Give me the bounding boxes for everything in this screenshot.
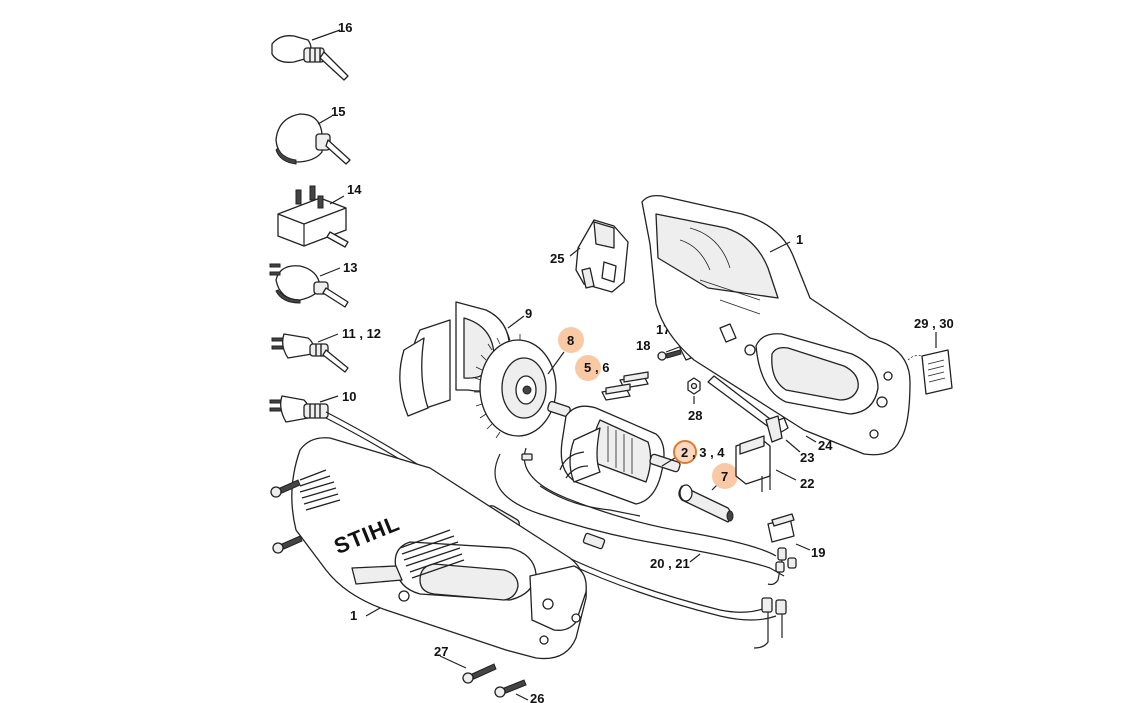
label-10[interactable]: 10	[342, 389, 356, 404]
plug-14[interactable]	[277, 185, 349, 248]
plug-16[interactable]	[271, 29, 349, 81]
highlight-7	[712, 463, 738, 489]
highlight-5	[575, 355, 601, 381]
plug-11-12[interactable]	[271, 333, 349, 373]
label-6[interactable]: , 6	[595, 360, 609, 375]
label-25[interactable]: 25	[550, 251, 564, 266]
label-27[interactable]: 27	[434, 644, 448, 659]
label-5[interactable]: 5	[584, 360, 591, 375]
label-14[interactable]: 14	[347, 182, 362, 197]
label-29-30[interactable]: 29 , 30	[914, 316, 954, 331]
label-16[interactable]: 16	[338, 20, 352, 35]
label-7[interactable]: 7	[721, 469, 728, 484]
cover-25[interactable]	[569, 219, 629, 293]
label-9[interactable]: 9	[525, 306, 532, 321]
label-26[interactable]: 26	[530, 691, 544, 703]
label-23[interactable]: 23	[800, 450, 814, 465]
nut-28[interactable]	[687, 377, 701, 404]
highlight-8	[558, 327, 584, 353]
label-1-top[interactable]: 1	[796, 232, 803, 247]
motor-armature[interactable]	[547, 400, 681, 505]
label-sticker-29-30[interactable]	[907, 332, 953, 395]
label-3-4[interactable]: , 3 , 4	[692, 445, 725, 460]
label-28[interactable]: 28	[688, 408, 702, 423]
screw-26[interactable]	[494, 679, 529, 701]
fan-wheel-8[interactable]	[474, 333, 565, 439]
label-20-21[interactable]: 20 , 21	[650, 556, 690, 571]
label-13[interactable]: 13	[343, 260, 357, 275]
label-15[interactable]: 15	[331, 104, 345, 119]
lever-23[interactable]	[707, 375, 801, 453]
label-8[interactable]: 8	[567, 333, 574, 348]
carbon-brushes-5-6[interactable]	[601, 371, 649, 401]
label-24[interactable]: 24	[818, 438, 833, 453]
label-1-bottom[interactable]: 1	[350, 608, 357, 623]
housing-half-top[interactable]	[641, 194, 911, 456]
screw-18[interactable]	[657, 345, 683, 361]
plug-15[interactable]	[275, 113, 351, 165]
label-19[interactable]: 19	[811, 545, 825, 560]
highlight-2-selected	[673, 440, 697, 464]
plug-13[interactable]	[269, 263, 349, 308]
label-2[interactable]: 2	[681, 445, 688, 460]
switch-19[interactable]	[767, 513, 811, 586]
screw-left-upper[interactable]	[270, 479, 301, 498]
label-18[interactable]: 18	[636, 338, 650, 353]
brush-holder-22[interactable]	[735, 435, 797, 492]
screw-27[interactable]	[439, 655, 497, 684]
label-22[interactable]: 22	[800, 476, 814, 491]
screw-left-lower[interactable]	[272, 535, 303, 554]
wiring-harness-20-21[interactable]	[494, 447, 787, 649]
label-11-12[interactable]: 11 , 12	[342, 326, 381, 341]
housing-half-bottom[interactable]	[291, 437, 587, 660]
